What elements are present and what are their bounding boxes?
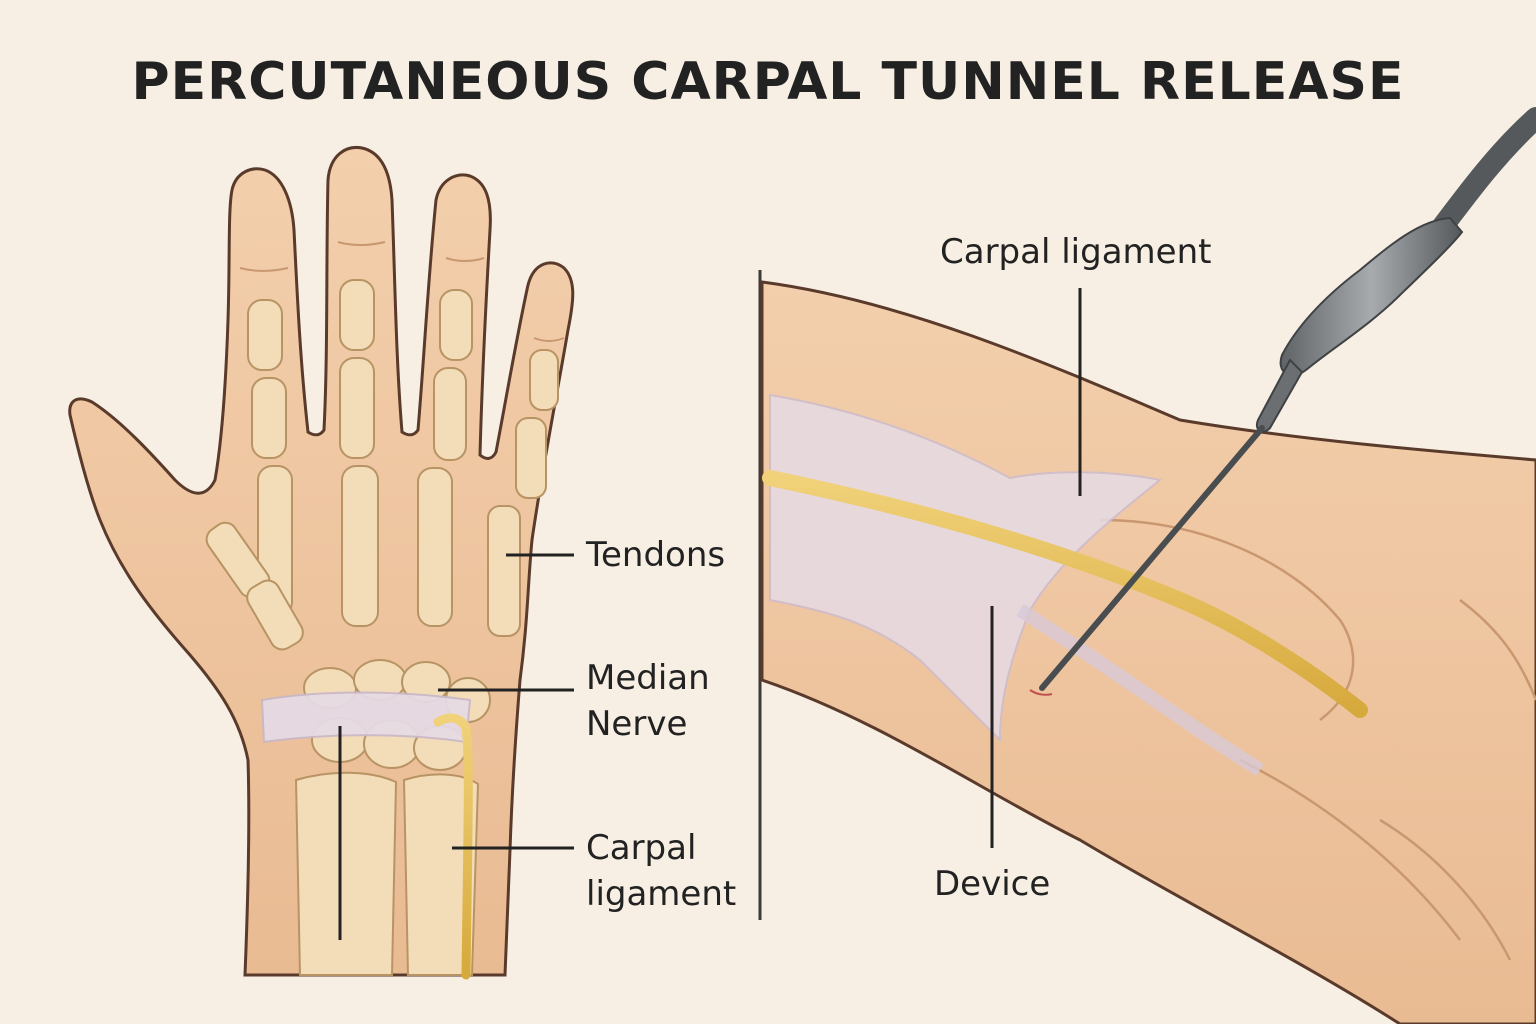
label-carpal-ligament-right: Carpal ligament [940, 232, 1212, 272]
wrist-silhouette [760, 280, 1536, 1024]
label-device: Device [934, 864, 1051, 904]
forearm-bones [294, 771, 480, 976]
left-leader-lines [338, 553, 574, 940]
median-nerve-closeup [762, 470, 1368, 718]
device [1039, 107, 1536, 691]
median-nerve [433, 713, 473, 980]
finger-bones [205, 279, 559, 651]
label-median-nerve-2: Nerve [586, 704, 688, 744]
wrist-closeup-illustration [760, 107, 1536, 1024]
right-leader-lines [990, 288, 1082, 848]
label-tendons: Tendons [586, 535, 726, 575]
ligament-web [769, 393, 1163, 743]
label-carpal-ligament-left-2: ligament [586, 874, 737, 914]
page-title: PERCUTANEOUS CARPAL TUNNEL RELEASE [131, 52, 1405, 112]
hand-illustration [68, 145, 575, 980]
label-carpal-ligament-left-1: Carpal [586, 828, 697, 868]
label-median-nerve-1: Median [586, 658, 710, 698]
finger-creases [239, 241, 565, 342]
